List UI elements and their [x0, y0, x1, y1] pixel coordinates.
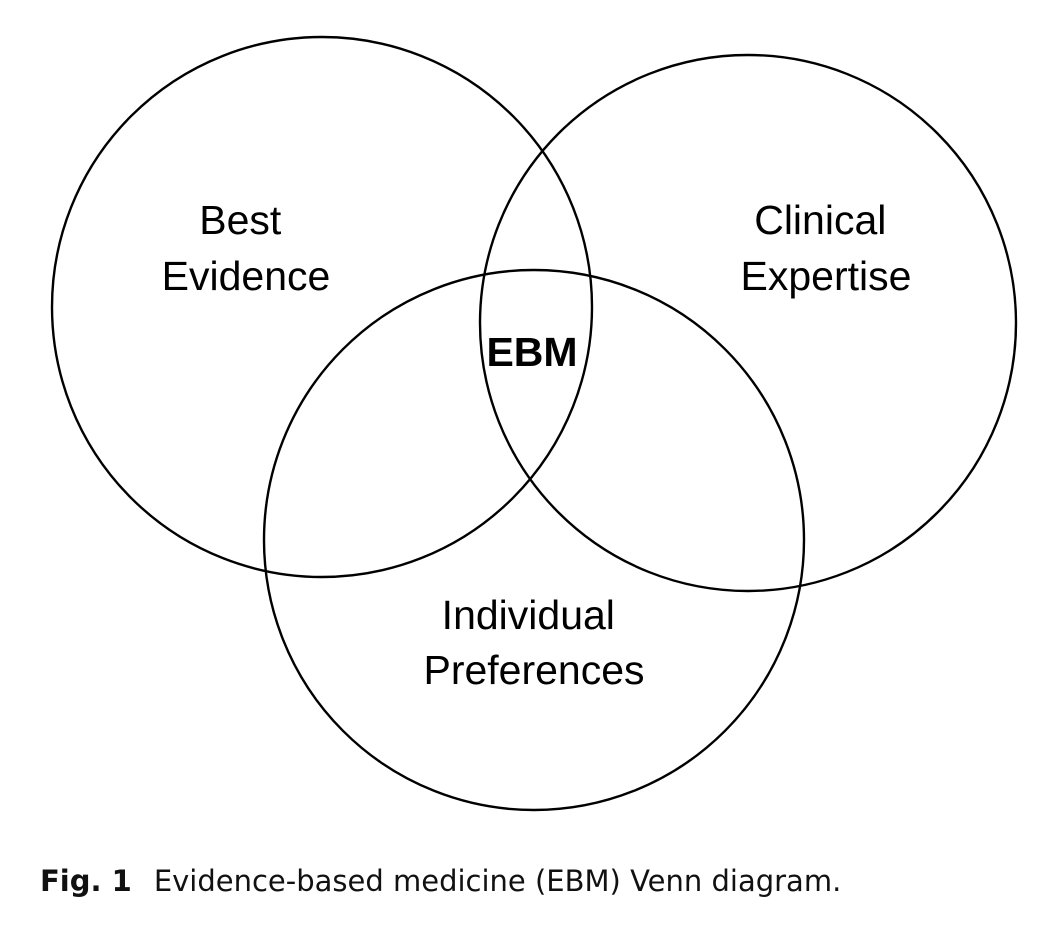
- circle-clinical-expertise: [478, 53, 1018, 593]
- figure-caption-text: Evidence-based medicine (EBM) Venn diagr…: [153, 864, 842, 898]
- venn-diagram: Best Evidence Clinical Expertise Individ…: [50, 35, 1018, 812]
- label-best-evidence: Best Evidence: [162, 197, 331, 299]
- figure-caption: Fig. 1 Evidence-based medicine (EBM) Venn…: [40, 864, 841, 898]
- label-individual-preferences: Individual Preferences: [423, 592, 644, 693]
- circle-best-evidence: [50, 35, 594, 579]
- label-clinical-expertise: Clinical Expertise: [741, 197, 912, 299]
- circle-individual-preferences: [262, 268, 806, 812]
- figure-number: Fig. 1: [40, 864, 132, 898]
- label-ebm-intersection: EBM: [486, 329, 577, 375]
